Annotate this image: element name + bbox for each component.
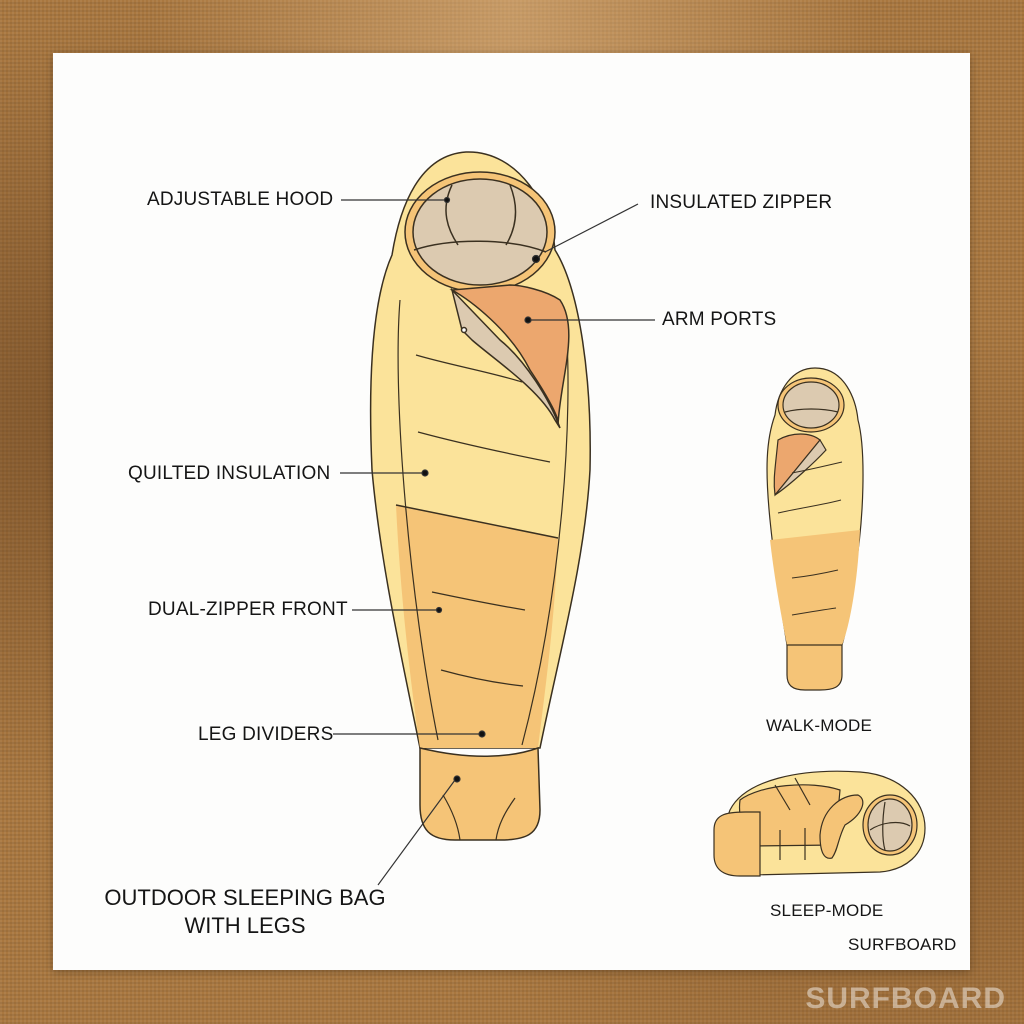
sleep-mode-bag bbox=[713, 770, 926, 877]
walk-mode-label: WALK-MODE bbox=[766, 716, 873, 735]
callout-quilted-insulation: QUILTED INSULATION bbox=[128, 463, 331, 484]
watermark: SURFBOARD bbox=[805, 982, 1006, 1015]
title-line-1: OUTDOOR SLEEPING BAG bbox=[104, 885, 386, 910]
callout-leaders bbox=[333, 196, 655, 886]
walk-mode-bag bbox=[766, 367, 864, 691]
main-sleeping-bag bbox=[369, 151, 591, 841]
caption-bottom-right: SURFBOARD bbox=[848, 935, 957, 954]
callout-dual-zipper-front: DUAL-ZIPPER FRONT bbox=[148, 599, 348, 620]
callout-arm-ports: ARM PORTS bbox=[662, 309, 777, 330]
sleep-mode-label: SLEEP-MODE bbox=[770, 901, 884, 920]
diagram-title: OUTDOOR SLEEPING BAG WITH LEGS bbox=[80, 884, 410, 940]
callout-insulated-zipper: INSULATED ZIPPER bbox=[650, 192, 833, 213]
callout-leg-dividers: LEG DIVIDERS bbox=[198, 724, 334, 745]
callout-adjustable-hood: ADJUSTABLE HOOD bbox=[147, 189, 334, 210]
title-line-2: WITH LEGS bbox=[184, 913, 306, 938]
